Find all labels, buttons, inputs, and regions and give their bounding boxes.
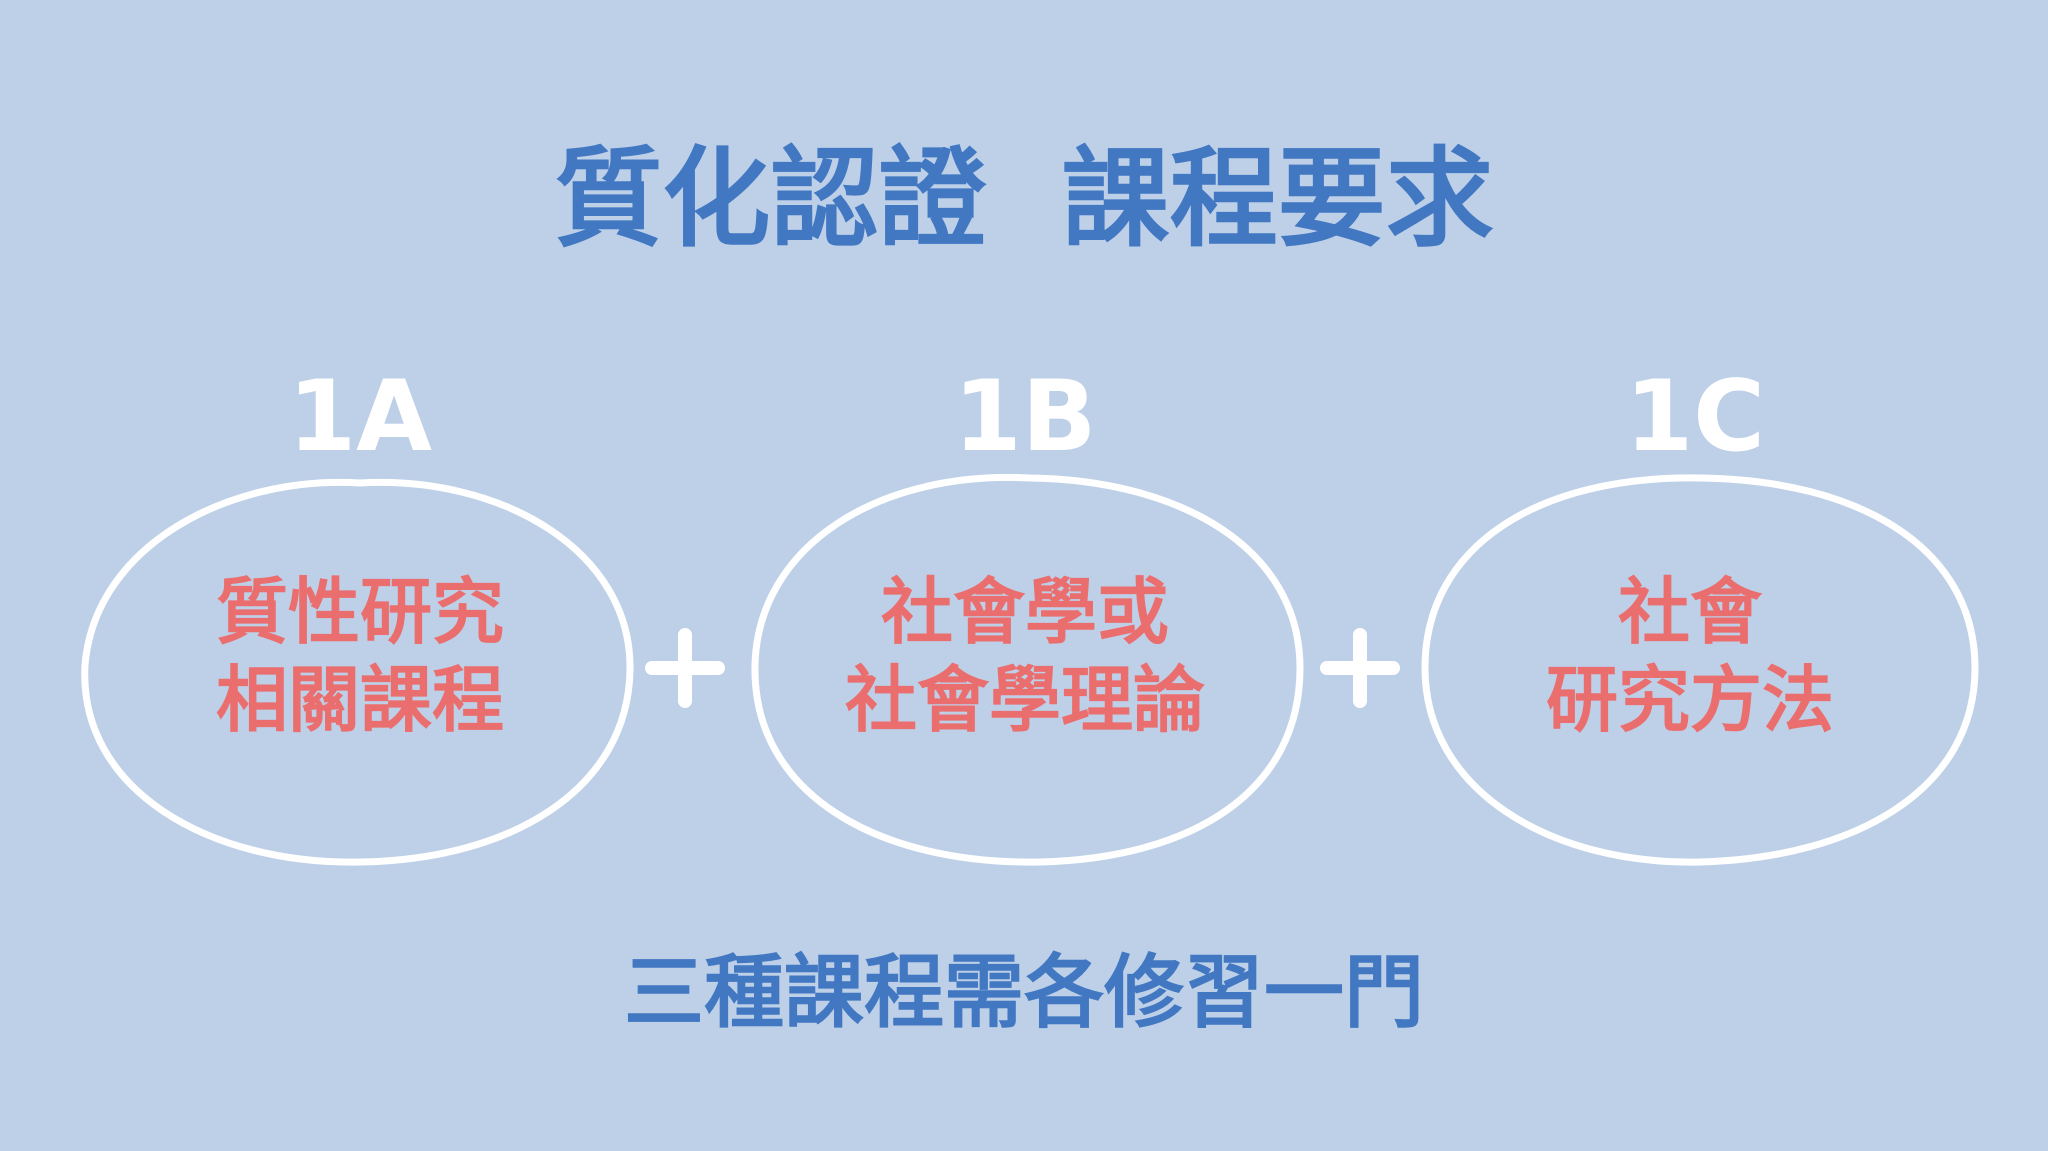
course-1b: 社會學或 社會學理論 (765, 568, 1285, 744)
requirement-label-1b: 1B (953, 360, 1097, 474)
plus-icon (635, 618, 735, 718)
course-1c-line-1: 社會 (1617, 570, 1762, 654)
course-1a-line-2: 相關課程 (215, 658, 504, 742)
course-1c: 社會 研究方法 (1430, 568, 1950, 744)
course-1a-line-1: 質性研究 (215, 570, 504, 654)
oval-1c (1421, 474, 1979, 866)
oval-1a (81, 478, 634, 866)
course-1c-line-2: 研究方法 (1545, 658, 1834, 742)
course-1b-line-1: 社會學或 (880, 570, 1169, 654)
requirement-label-1c: 1C (1624, 360, 1766, 474)
course-1a: 質性研究 相關課程 (100, 568, 620, 744)
page-title: 質化認證 課程要求 (554, 137, 1494, 262)
requirement-label-1a: 1A (287, 360, 433, 474)
footer-note: 三種課程需各修習一門 (624, 946, 1424, 1039)
course-1b-line-2: 社會學理論 (844, 658, 1205, 742)
oval-1b (751, 473, 1304, 866)
plus-icon (1310, 618, 1410, 718)
